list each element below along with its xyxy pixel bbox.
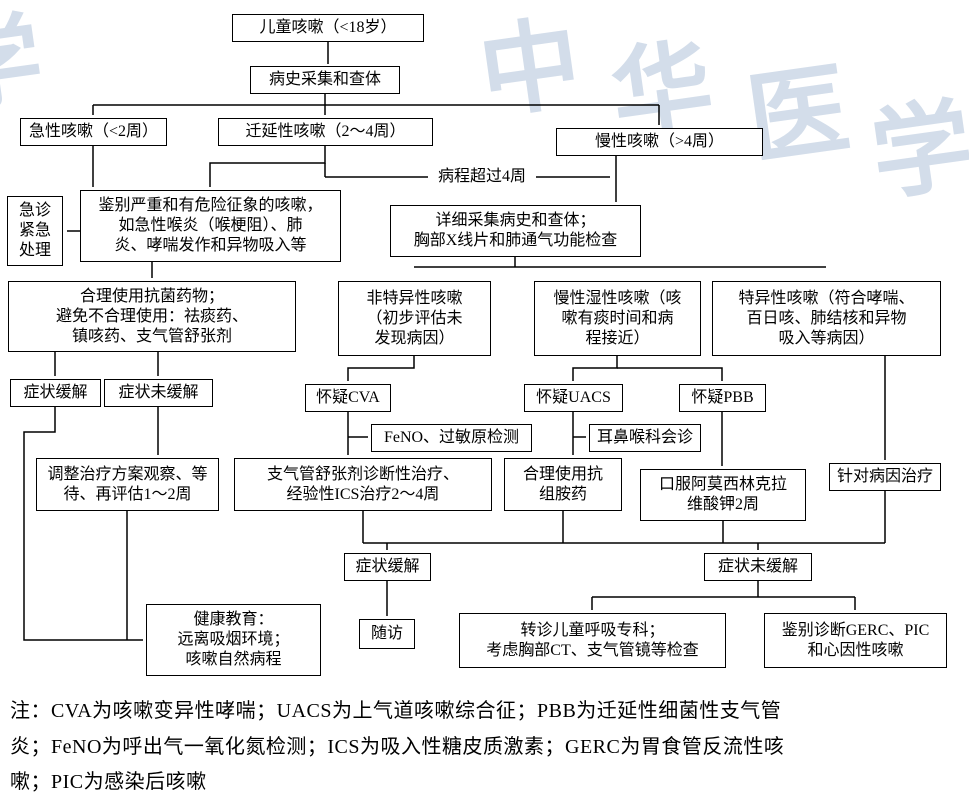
node-suspect-uacs: 怀疑UACS — [524, 384, 623, 412]
node-antihistamine: 合理使用抗 组胺药 — [504, 458, 622, 511]
abbreviation-note: 注：CVA为咳嗽变异性哮喘；UACS为上气道咳嗽综合征；PBB为迁延性细菌性支气… — [10, 700, 785, 794]
node-feno-allergen-test: FeNO、过敏原检测 — [371, 424, 532, 452]
node-detailed-history: 详细采集病史和查体； 胸部X线片和肺通气功能检查 — [390, 205, 641, 257]
node-adjust-plan: 调整治疗方案观察、等 待、再评估1～2周 — [36, 458, 219, 511]
node-nonspecific-cough: 非特异性咳嗽 （初步评估未 发现病因） — [338, 281, 491, 356]
node-symptom-relief-right: 症状缓解 — [344, 553, 431, 581]
node-amoxicillin: 口服阿莫西林克拉 维酸钾2周 — [640, 469, 806, 521]
node-chronic-cough: 慢性咳嗽（>4周） — [556, 128, 763, 156]
node-children-cough: 儿童咳嗽（<18岁） — [232, 14, 424, 42]
node-emergency-treatment: 急诊 紧急 处理 — [7, 196, 63, 266]
edge-label-over-4-weeks: 病程超过4周 — [428, 164, 536, 190]
node-rational-antibiotics: 合理使用抗菌药物； 避免不合理使用：祛痰药、 镇咳药、支气管舒张剂 — [8, 281, 296, 352]
node-suspect-cva: 怀疑CVA — [305, 384, 391, 412]
node-acute-cough: 急性咳嗽（<2周） — [20, 118, 167, 146]
node-differential-gerc: 鉴别诊断GERC、PIC 和心因性咳嗽 — [764, 613, 947, 668]
node-etiologic-treatment: 针对病因治疗 — [829, 463, 941, 491]
node-bronchodilator-trial: 支气管舒张剂诊断性治疗、 经验性ICS治疗2～4周 — [234, 458, 492, 511]
node-suspect-pbb: 怀疑PBB — [679, 384, 766, 412]
node-symptom-relief-left: 症状缓解 — [10, 379, 101, 407]
node-ent-consult: 耳鼻喉科会诊 — [589, 424, 701, 452]
node-health-education: 健康教育： 远离吸烟环境； 咳嗽自然病程 — [146, 604, 321, 676]
node-danger-signs: 鉴别严重和有危险征象的咳嗽， 如急性喉炎（喉梗阻）、肺 炎、哮喘发作和异物吸入等 — [80, 190, 341, 262]
node-no-relief-right: 症状未缓解 — [704, 553, 812, 581]
node-referral: 转诊儿童呼吸专科； 考虑胸部CT、支气管镜等检查 — [459, 613, 726, 668]
node-wet-cough: 慢性湿性咳嗽（咳 嗽有痰时间和病 程接近） — [534, 281, 701, 356]
node-history-exam: 病史采集和查体 — [250, 66, 400, 94]
node-no-relief-left: 症状未缓解 — [104, 379, 213, 407]
node-protracted-cough: 迁延性咳嗽（2～4周） — [218, 118, 433, 146]
node-specific-cough: 特异性咳嗽（符合哮喘、 百日咳、肺结核和异物 吸入等病因） — [712, 281, 941, 356]
node-followup: 随访 — [359, 619, 415, 649]
